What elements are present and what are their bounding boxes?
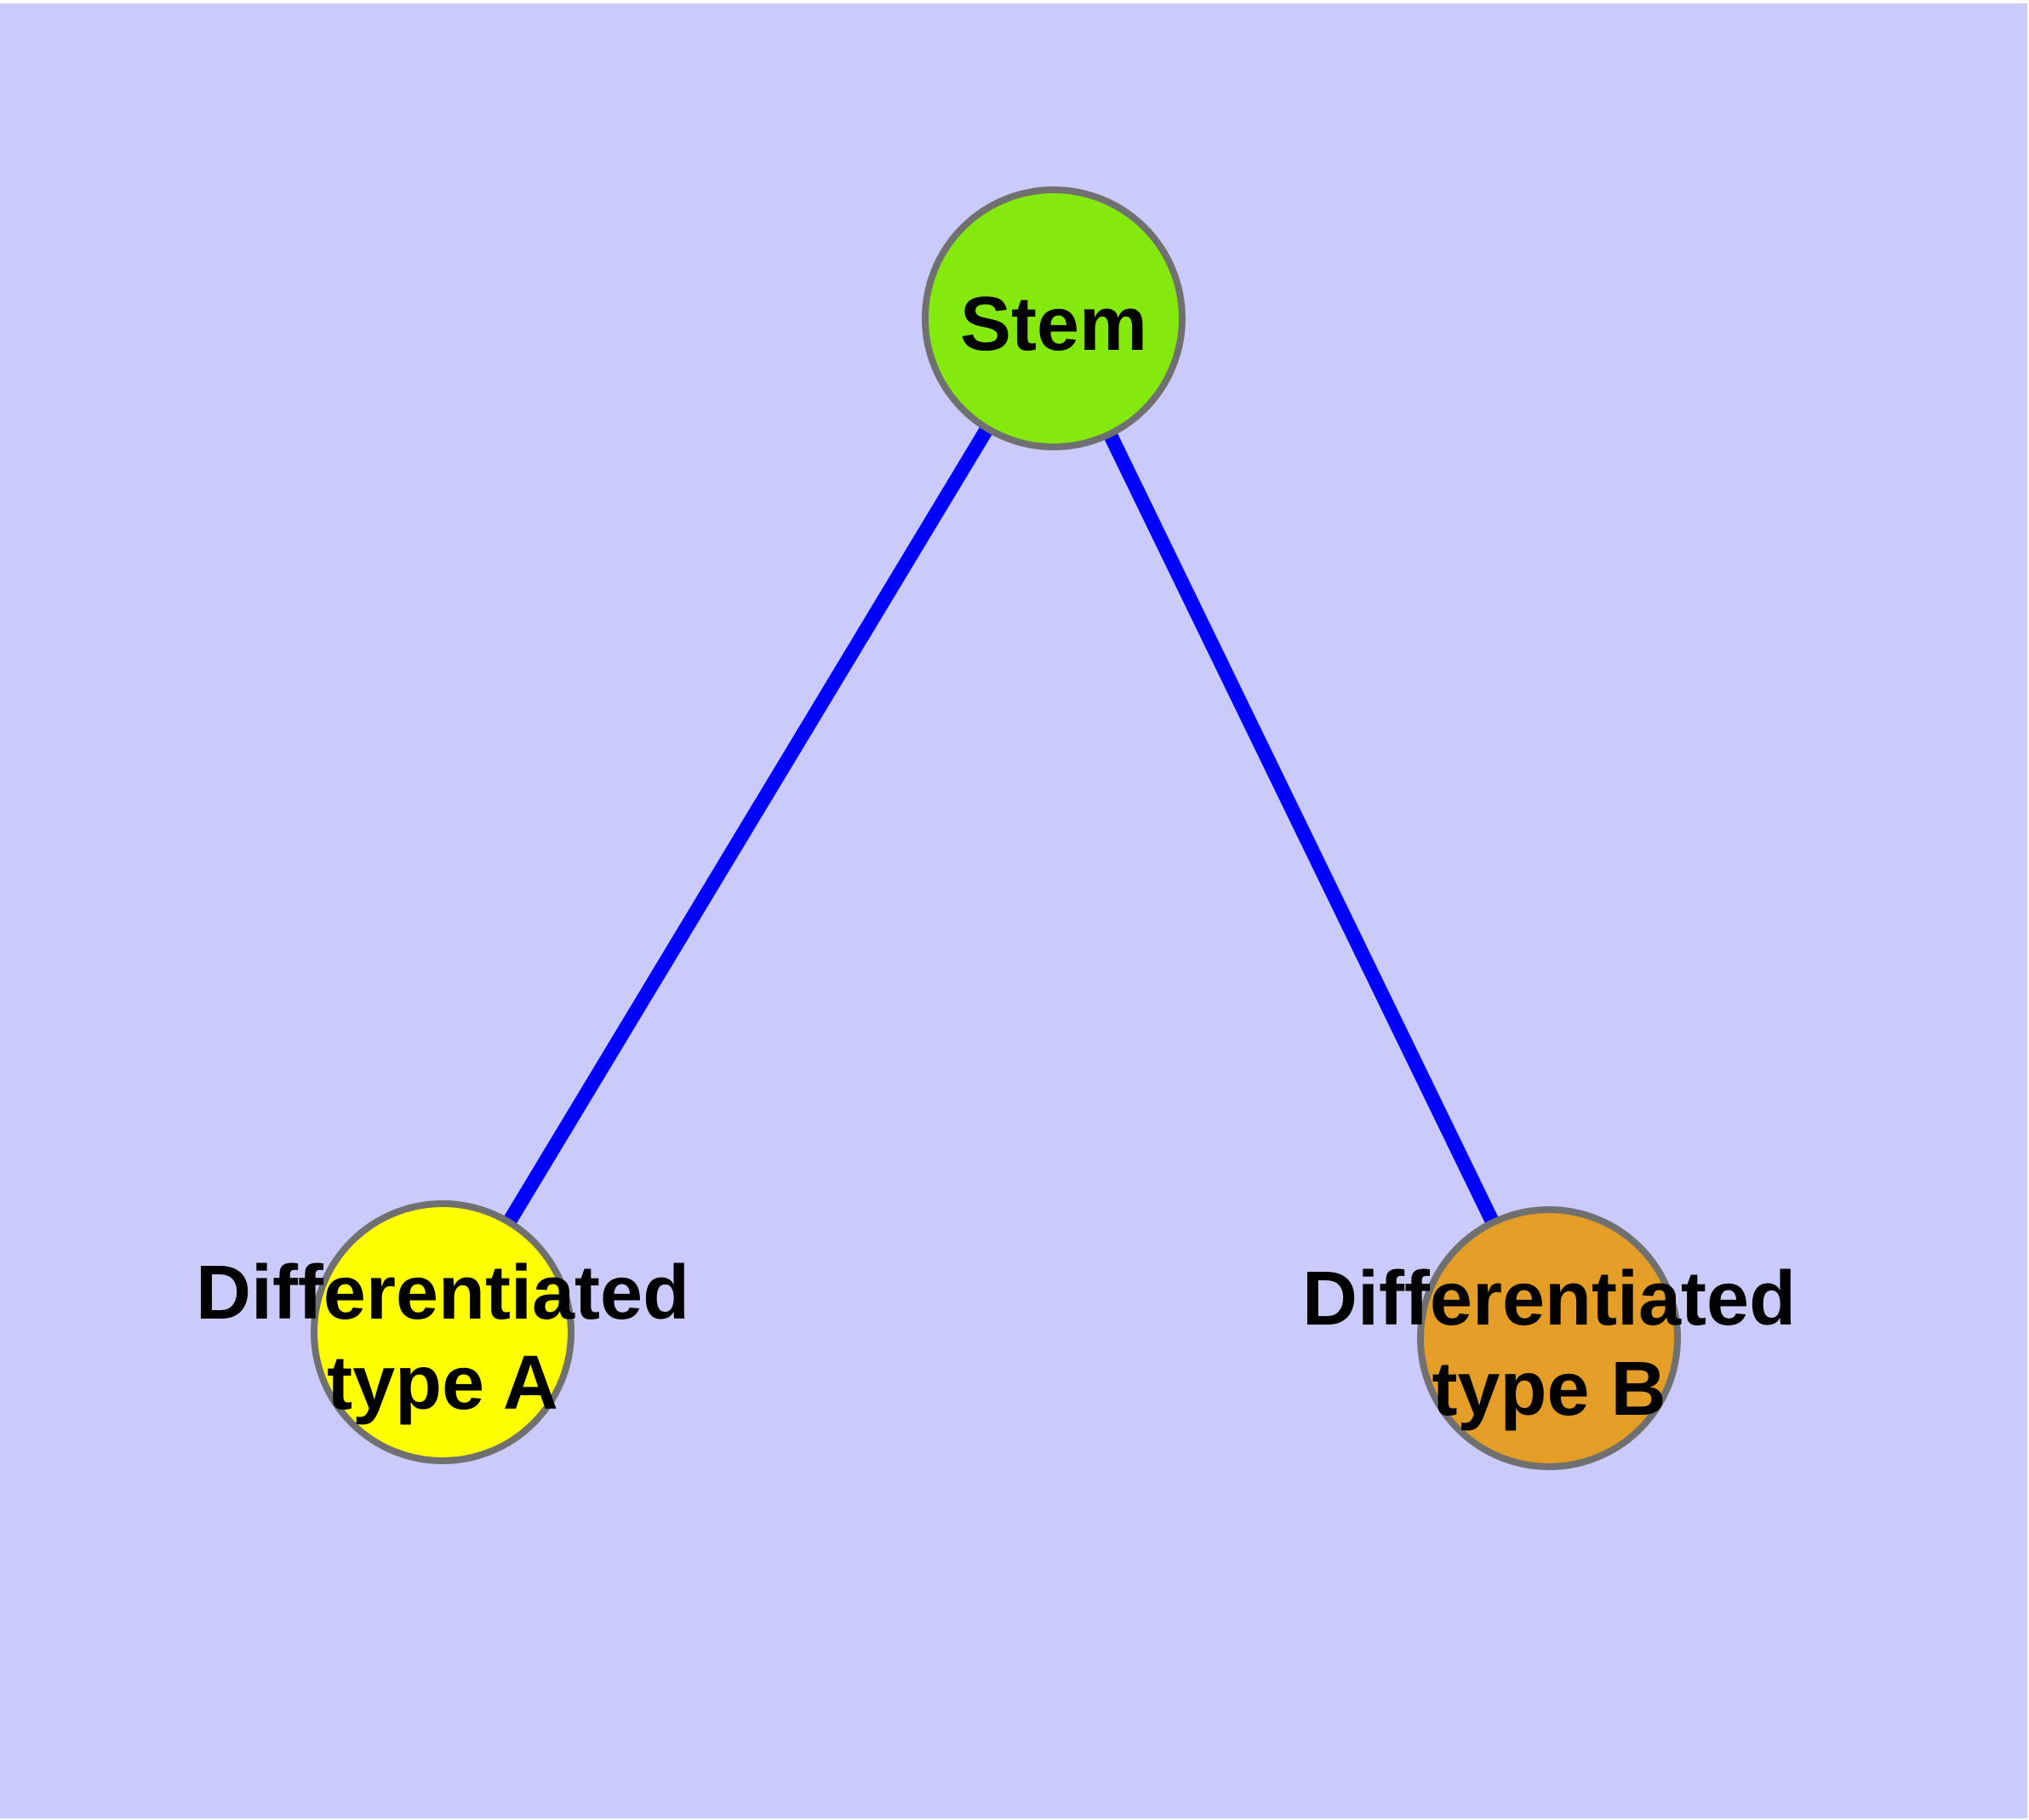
node-differentiated-type-a: [311, 1200, 574, 1464]
node-stem: [922, 186, 1186, 450]
node-differentiated-type-b: [1417, 1206, 1681, 1470]
edge-stem-to-differentiated-type-b: [1047, 315, 1556, 1342]
edge-stem-to-differentiated-type-a: [436, 314, 1060, 1336]
